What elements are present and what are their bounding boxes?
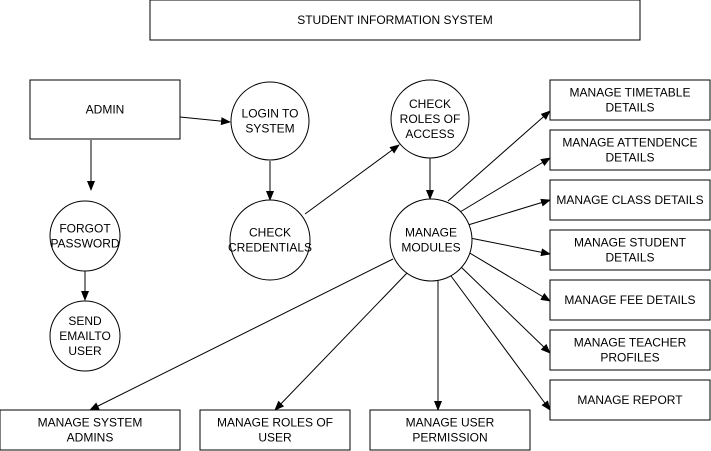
process-box [549, 329, 711, 371]
arrow-manage-modules-to-class-details [467, 198, 551, 226]
title-box: STUDENT INFORMATION SYSTEM [149, 0, 641, 41]
node-label: ACCESS [405, 127, 454, 141]
node-admin: ADMIN [29, 79, 181, 140]
process-circle [389, 198, 473, 282]
node-label: MANAGE TEACHER [574, 336, 687, 350]
node-label: MANAGE [405, 226, 457, 240]
node-label: PROFILES [600, 351, 659, 365]
node-label: ADMIN [86, 103, 125, 117]
node-label: FORGOT [59, 222, 111, 236]
node-label: MODULES [401, 241, 460, 255]
node-label: PERMISSION [412, 431, 487, 445]
node-label: ADMINS [67, 431, 114, 445]
node-label: SYSTEM [245, 122, 294, 136]
node-class-details: MANAGE CLASS DETAILS [549, 179, 711, 221]
node-label: CHECK [249, 226, 291, 240]
arrow-manage-modules-to-roles-of-user [274, 272, 408, 411]
arrow-manage-modules-to-system-admins [89, 258, 394, 411]
node-label: MANAGE SYSTEM [38, 416, 143, 430]
edges [81, 110, 551, 411]
node-label: PASSWORD [50, 237, 119, 251]
process-box [549, 379, 711, 421]
node-report: MANAGE REPORT [549, 379, 711, 421]
node-label: DETAILS [605, 151, 654, 165]
diagram-title: STUDENT INFORMATION SYSTEM [297, 13, 493, 27]
process-box [199, 409, 351, 451]
arrow-manage-modules-to-report [450, 275, 551, 411]
node-label: MANAGE STUDENT [574, 236, 687, 250]
process-box [549, 129, 711, 171]
node-label: MANAGE TIMETABLE [570, 86, 691, 100]
node-label: MANAGE USER [406, 416, 495, 430]
node-label: CHECK [409, 97, 451, 111]
node-label: LOGIN TO [242, 107, 299, 121]
node-label: MANAGE CLASS DETAILS [556, 193, 703, 207]
node-label: USER [258, 431, 292, 445]
node-label: MANAGE REPORT [577, 393, 683, 407]
node-label: MANAGE ATTENDENCE [562, 136, 697, 150]
process-circle [49, 300, 121, 372]
node-label: ROLES OF [400, 112, 461, 126]
process-box [549, 279, 711, 321]
process-box [549, 229, 711, 271]
node-label: SEND [68, 314, 102, 328]
process-box [29, 79, 181, 140]
process-box [369, 409, 531, 451]
node-label: CREDENTIALS [228, 241, 312, 255]
process-box [0, 409, 181, 451]
arrow-manage-modules-to-teacher-profiles [459, 265, 551, 354]
process-circle [230, 81, 310, 161]
process-circle [390, 79, 470, 159]
arrow-manage-modules-to-attendance [459, 157, 551, 213]
process-circle [49, 200, 121, 272]
node-label: USER [68, 344, 102, 358]
node-fee-details: MANAGE FEE DETAILS [549, 279, 711, 321]
arrow-admin-to-login [179, 116, 231, 126]
node-label: EMAILTO [59, 329, 111, 343]
process-circle [229, 199, 311, 281]
process-box [549, 179, 711, 221]
process-box [549, 79, 711, 121]
arrow-check-credentials-to-check-roles [304, 144, 400, 215]
node-label: DETAILS [605, 101, 654, 115]
arrow-manage-modules-to-fee-details [467, 251, 551, 302]
node-label: DETAILS [605, 251, 654, 265]
arrow-manage-modules-to-student-details [469, 237, 551, 257]
node-label: MANAGE FEE DETAILS [564, 293, 695, 307]
node-label: MANAGE ROLES OF [217, 416, 333, 430]
arrow-manage-modules-to-timetable [447, 110, 551, 202]
